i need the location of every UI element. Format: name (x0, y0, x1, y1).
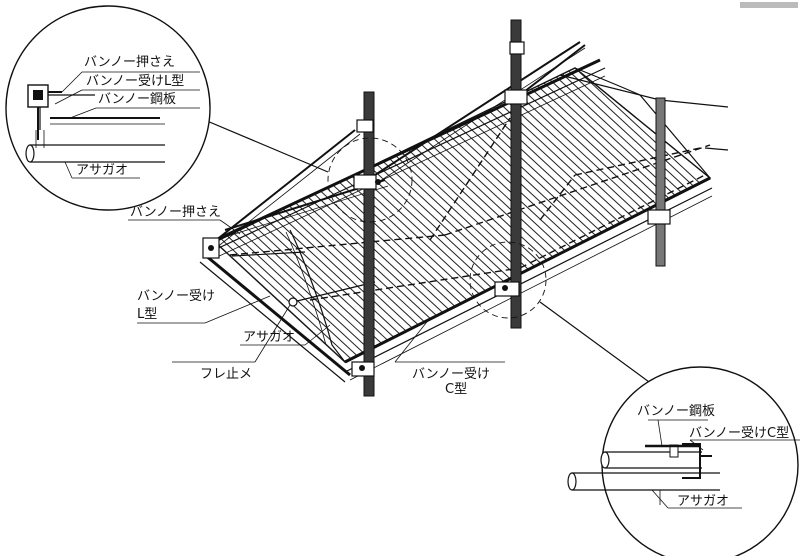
pole-middle (510, 19, 522, 329)
callout-circle-top (327, 137, 413, 223)
main-osae-label: バンノー押さえ (130, 205, 221, 220)
deck-rib (481, 112, 619, 240)
pole-back (655, 97, 666, 267)
deck-rib (531, 88, 669, 216)
main-asagao-label: アサガオ (243, 330, 295, 345)
steel-deck-plate (213, 67, 712, 363)
deck-corrugation-ribs (215, 68, 710, 362)
deck-rib (518, 94, 656, 222)
deck-rib (438, 133, 576, 261)
deck-rib (419, 142, 557, 270)
deck-rib (239, 229, 377, 357)
deck-rib (357, 172, 495, 300)
deck-rib (313, 193, 452, 321)
deck-rib (537, 85, 675, 213)
deck-rib (469, 118, 607, 246)
top-detail-asagao-label: アサガオ (76, 163, 128, 178)
deck-rib (338, 181, 476, 309)
deck-rib (431, 136, 570, 264)
bottom-detail-asagao-label: アサガオ (677, 494, 729, 509)
deck-rib (382, 160, 520, 288)
deck-rib (456, 124, 594, 252)
deck-rib (462, 121, 601, 249)
pole-front (363, 91, 375, 397)
deck-rib (270, 214, 408, 342)
main-uke-l-label-line2: L型 (137, 307, 157, 322)
deck-rib (215, 241, 352, 362)
deck-rib (568, 70, 706, 198)
deck-rib (556, 76, 694, 204)
deck-rib (369, 166, 508, 294)
deck-rib (233, 232, 371, 360)
deck-rib (376, 163, 514, 291)
deck-rib (276, 211, 414, 339)
scaffold-poles (202, 19, 671, 397)
deck-rib (394, 154, 532, 282)
main-uke-c-label-line2: C型 (445, 382, 467, 397)
callout-circle-bottom (469, 241, 547, 319)
deck-rib (307, 196, 445, 324)
deck-rib (425, 139, 563, 267)
deck-rib (282, 208, 421, 336)
deck-rib (512, 97, 650, 225)
leader-to-top-detail (199, 117, 329, 173)
anti-sway-braces (231, 229, 376, 363)
hidden-members (229, 117, 711, 301)
top-detail-uke-l-label: バンノー受けL型 (86, 74, 184, 89)
main-uke-c-label-line1: バンノー受け (412, 367, 490, 382)
deck-rib (525, 91, 663, 219)
deck-rib (475, 115, 613, 243)
deck-rib (574, 68, 710, 195)
main-fure-label: フレ止メ (200, 367, 252, 382)
detail-circle-l-type (5, 5, 211, 211)
bottom-detail-kouban-label: バンノー鋼板 (637, 404, 715, 419)
deck-rib (264, 217, 402, 345)
deck-rib (413, 145, 551, 273)
deck-rib (500, 103, 638, 231)
lower-rails (199, 176, 713, 383)
detail-circle-c-type (567, 366, 800, 556)
main-uke-l-label-line1: バンノー受け (137, 289, 215, 304)
deck-rib (289, 205, 427, 333)
top-detail-osae-label: バンノー押さえ (84, 55, 175, 70)
deck-rib (332, 184, 470, 312)
deck-rib (326, 187, 464, 315)
deck-rib (506, 100, 644, 228)
bottom-detail-uke-c-label: バンノー受けC型 (689, 426, 789, 441)
asagao-tubes (209, 41, 729, 249)
corner-mark (740, 2, 798, 8)
top-detail-kouban-label: バンノー鋼板 (98, 92, 176, 107)
deck-rib (562, 73, 700, 201)
